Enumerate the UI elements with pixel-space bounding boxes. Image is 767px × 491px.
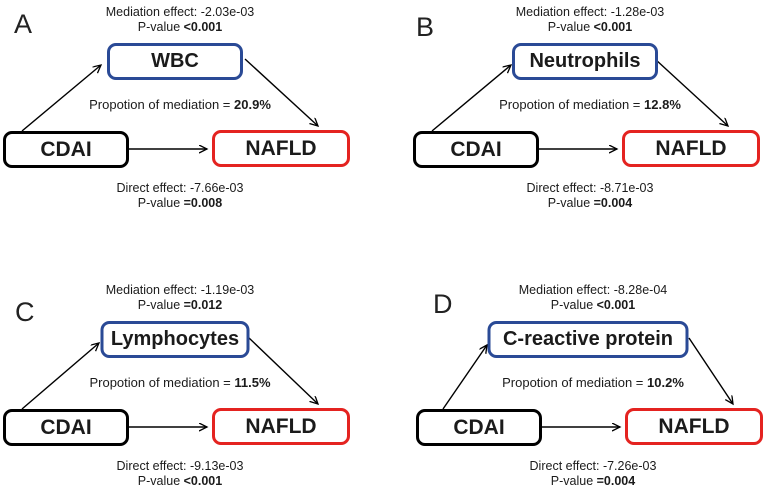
proportion-value: 11.5% <box>234 375 271 390</box>
panel-letter: A <box>14 9 33 39</box>
direct-effect-line: Direct effect: -9.13e-03 <box>116 459 244 473</box>
proportion-text: Propotion of mediation = 11.5% <box>0 375 360 390</box>
panel-d: D Mediation effect: -8.28e-04 P-value <0… <box>383 278 766 491</box>
outcome-node: NAFLD <box>625 408 763 445</box>
outcome-node: NAFLD <box>212 130 350 167</box>
proportion-value: 20.9% <box>234 97 271 112</box>
mediation-pvalue-line: P-value <0.001 <box>413 298 767 313</box>
pvalue-label: P-value <box>547 196 594 210</box>
path-arrows <box>21 58 360 213</box>
mediation-pvalue-line: P-value <0.001 <box>0 20 360 35</box>
mediation-effect-line: Mediation effect: -1.19e-03 <box>105 283 255 297</box>
pvalue-label: P-value <box>137 474 184 488</box>
path-arrows <box>21 336 360 491</box>
outcome-node: NAFLD <box>212 408 350 445</box>
direct-effect-text: Direct effect: -9.13e-03 P-value <0.001 <box>0 459 360 489</box>
mediation-pvalue-line: P-value <0.001 <box>410 20 767 35</box>
direct-pvalue-line: P-value <0.001 <box>0 474 360 489</box>
pvalue-value: <0.001 <box>593 20 633 34</box>
pvalue-value: <0.001 <box>596 298 636 312</box>
proportion-text: Propotion of mediation = 12.8% <box>410 97 767 112</box>
mediation-effect-line: Mediation effect: -1.28e-03 <box>515 5 665 19</box>
mediation-effect-line: Mediation effect: -2.03e-03 <box>105 5 255 19</box>
direct-effect-text: Direct effect: -8.71e-03 P-value =0.004 <box>410 181 767 211</box>
pvalue-value: =0.004 <box>593 196 633 210</box>
mediator-node: Neutrophils <box>512 43 658 80</box>
mediation-effect-text: Mediation effect: -1.28e-03 P-value <0.0… <box>410 5 767 35</box>
pvalue-value: <0.001 <box>183 474 223 488</box>
direct-effect-line: Direct effect: -7.26e-03 <box>529 459 657 473</box>
direct-effect-text: Direct effect: -7.66e-03 P-value =0.008 <box>0 181 360 211</box>
mediation-effect-text: Mediation effect: -1.19e-03 P-value =0.0… <box>0 283 360 313</box>
proportion-value: 10.2% <box>647 375 684 390</box>
pvalue-label: P-value <box>550 298 597 312</box>
pvalue-value: =0.012 <box>183 298 223 312</box>
direct-effect-text: Direct effect: -7.26e-03 P-value =0.004 <box>413 459 767 489</box>
pvalue-label: P-value <box>137 20 184 34</box>
proportion-text: Propotion of mediation = 10.2% <box>413 375 767 390</box>
outcome-node: NAFLD <box>622 130 760 167</box>
exposure-node: CDAI <box>3 131 129 168</box>
path-arrows <box>442 337 767 491</box>
proportion-text: Propotion of mediation = 20.9% <box>0 97 360 112</box>
pvalue-value: =0.008 <box>183 196 223 210</box>
mediation-effect-line: Mediation effect: -8.28e-04 <box>518 283 668 297</box>
pvalue-label: P-value <box>137 298 184 312</box>
panel-letter: C <box>15 297 35 327</box>
panel-c: C Mediation effect: -1.19e-03 P-value =0… <box>0 278 383 491</box>
proportion-label: Propotion of mediation = <box>502 375 648 390</box>
panel-letter: B <box>416 12 435 42</box>
mediation-effect-text: Mediation effect: -8.28e-04 P-value <0.0… <box>413 283 767 313</box>
proportion-label: Propotion of mediation = <box>89 375 235 390</box>
direct-pvalue-line: P-value =0.004 <box>410 196 767 211</box>
pvalue-value: =0.004 <box>596 474 636 488</box>
panel-a: A Mediation effect: -2.03e-03 P-value <0… <box>0 0 383 213</box>
mediator-node: WBC <box>107 43 243 80</box>
mediator-node: Lymphocytes <box>100 321 250 358</box>
direct-pvalue-line: P-value =0.008 <box>0 196 360 211</box>
proportion-value: 12.8% <box>644 97 681 112</box>
direct-pvalue-line: P-value =0.004 <box>413 474 767 489</box>
proportion-label: Propotion of mediation = <box>89 97 235 112</box>
exposure-node: CDAI <box>3 409 129 446</box>
mediation-effect-text: Mediation effect: -2.03e-03 P-value <0.0… <box>0 5 360 35</box>
pvalue-label: P-value <box>137 196 184 210</box>
direct-effect-line: Direct effect: -7.66e-03 <box>116 181 244 195</box>
direct-effect-line: Direct effect: -8.71e-03 <box>526 181 654 195</box>
pvalue-label: P-value <box>550 474 597 488</box>
exposure-node: CDAI <box>413 131 539 168</box>
path-arrows <box>431 58 767 213</box>
proportion-label: Propotion of mediation = <box>499 97 645 112</box>
pvalue-label: P-value <box>547 20 594 34</box>
panel-letter: D <box>433 289 453 319</box>
pvalue-value: <0.001 <box>183 20 223 34</box>
mediator-node: C-reactive protein <box>487 321 689 358</box>
exposure-node: CDAI <box>416 409 542 446</box>
panel-b: B Mediation effect: -1.28e-03 P-value <0… <box>383 0 766 213</box>
mediation-pvalue-line: P-value =0.012 <box>0 298 360 313</box>
